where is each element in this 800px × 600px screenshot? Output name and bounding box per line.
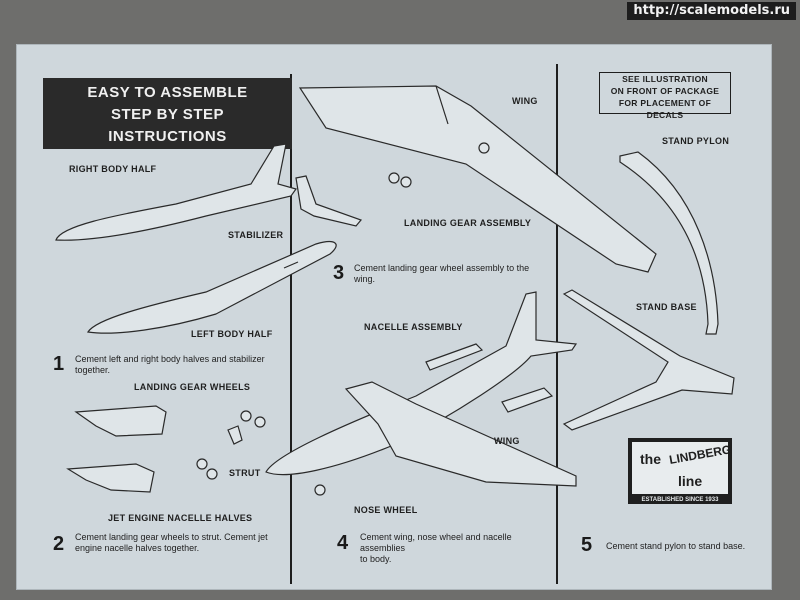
decal-note: SEE ILLUSTRATION ON FRONT OF PACKAGE FOR… <box>599 72 731 120</box>
landing-gear-assembly-drawing <box>388 172 400 184</box>
nacelle-half-lower-drawing <box>66 463 155 493</box>
parts-illustrations <box>55 85 735 496</box>
column-divider-right <box>556 64 558 584</box>
lindberg-logo-graphic: the LINDBERG line ESTABLISHED SINCE 1933 <box>628 438 732 504</box>
label-stand-base: STAND BASE <box>636 302 697 312</box>
nacelle-assembly-drawing <box>425 343 484 371</box>
label-nacelle-assembly: NACELLE ASSEMBLY <box>364 322 463 332</box>
left-body-half-drawing <box>87 241 337 334</box>
column-divider-left <box>290 74 292 584</box>
label-right-body-half: RIGHT BODY HALF <box>69 164 157 174</box>
step-1-number: 1 <box>53 353 65 375</box>
stand-pylon-drawing <box>619 151 719 335</box>
step-3-text-line-1: Cement landing gear wheel assembly to th… <box>354 263 530 273</box>
step-4-text-line-2: to body. <box>360 554 392 564</box>
logo-line: line <box>678 473 702 489</box>
label-strut: STRUT <box>229 468 261 478</box>
step-3-text-line-2: wing. <box>354 274 376 284</box>
label-stand-pylon: STAND PYLON <box>662 136 730 146</box>
step-3-number: 3 <box>333 262 345 284</box>
decal-note-line-1: SEE ILLUSTRATION <box>622 74 708 84</box>
wing-bottom-drawing <box>344 381 577 487</box>
stabilizer-drawing <box>295 175 363 227</box>
strut-drawing <box>227 425 243 445</box>
step-4-text: Cement wing, nose wheel and nacelle asse… <box>360 532 555 565</box>
label-wing-top: WING <box>512 96 538 106</box>
step-5-number: 5 <box>581 534 593 556</box>
header-banner: EASY TO ASSEMBLE STEP BY STEP INSTRUCTIO… <box>43 78 292 149</box>
step-1-text-line-2: together. <box>75 365 111 375</box>
label-landing-gear-wheels: LANDING GEAR WHEELS <box>134 382 251 392</box>
step-4-number: 4 <box>337 532 349 554</box>
stand-base-drawing <box>562 289 735 431</box>
logo-the: the <box>640 451 661 467</box>
step-4-text-line-1: Cement wing, nose wheel and nacelle asse… <box>360 532 512 553</box>
label-jet-engine-nacelle-halves: JET ENGINE NACELLE HALVES <box>108 513 253 523</box>
step-1-text: Cement left and right body halves and st… <box>75 354 285 376</box>
instruction-sheet: EASY TO ASSEMBLE STEP BY STEP INSTRUCTIO… <box>16 44 772 590</box>
step-1-text-line-1: Cement left and right body halves and st… <box>75 354 265 364</box>
logo-tagline: ESTABLISHED SINCE 1933 <box>642 497 720 503</box>
right-body-half-drawing <box>55 143 297 241</box>
label-left-body-half: LEFT BODY HALF <box>191 329 273 339</box>
header-line-2: STEP BY STEP <box>111 106 224 123</box>
landing-gear-wheel-drawing <box>240 410 252 422</box>
label-stabilizer: STABILIZER <box>228 230 284 240</box>
decal-note-line-2: ON FRONT OF PACKAGE <box>610 86 720 96</box>
step-5-text-line-1: Cement stand pylon to stand base. <box>606 541 746 551</box>
step-2-text-line-2: engine nacelle halves together. <box>75 543 200 553</box>
header-line-3: INSTRUCTIONS <box>108 128 227 145</box>
wing-top-drawing <box>298 85 657 273</box>
label-landing-gear-assembly: LANDING GEAR ASSEMBLY <box>404 218 532 228</box>
step-2-text: Cement landing gear wheels to strut. Cem… <box>75 532 290 554</box>
header-line-1: EASY TO ASSEMBLE <box>87 84 248 101</box>
airplane-body-drawing <box>265 291 578 476</box>
step-3-text: Cement landing gear wheel assembly to th… <box>354 263 554 285</box>
decal-note-line-3: FOR PLACEMENT OF DECALS <box>618 98 712 120</box>
step-2-number: 2 <box>53 533 65 555</box>
nacelle-half-upper-drawing <box>74 405 167 437</box>
step-5-text: Cement stand pylon to stand base. <box>606 541 766 552</box>
step-2-text-line-1: Cement landing gear wheels to strut. Cem… <box>75 532 268 542</box>
label-nose-wheel: NOSE WHEEL <box>354 505 418 515</box>
watermark: http://scalemodels.ru <box>627 2 796 20</box>
nose-wheel-drawing <box>314 484 326 496</box>
lindberg-logo: the LINDBERG line ESTABLISHED SINCE 1933 <box>626 434 734 509</box>
label-wing-bottom: WING <box>494 436 520 446</box>
